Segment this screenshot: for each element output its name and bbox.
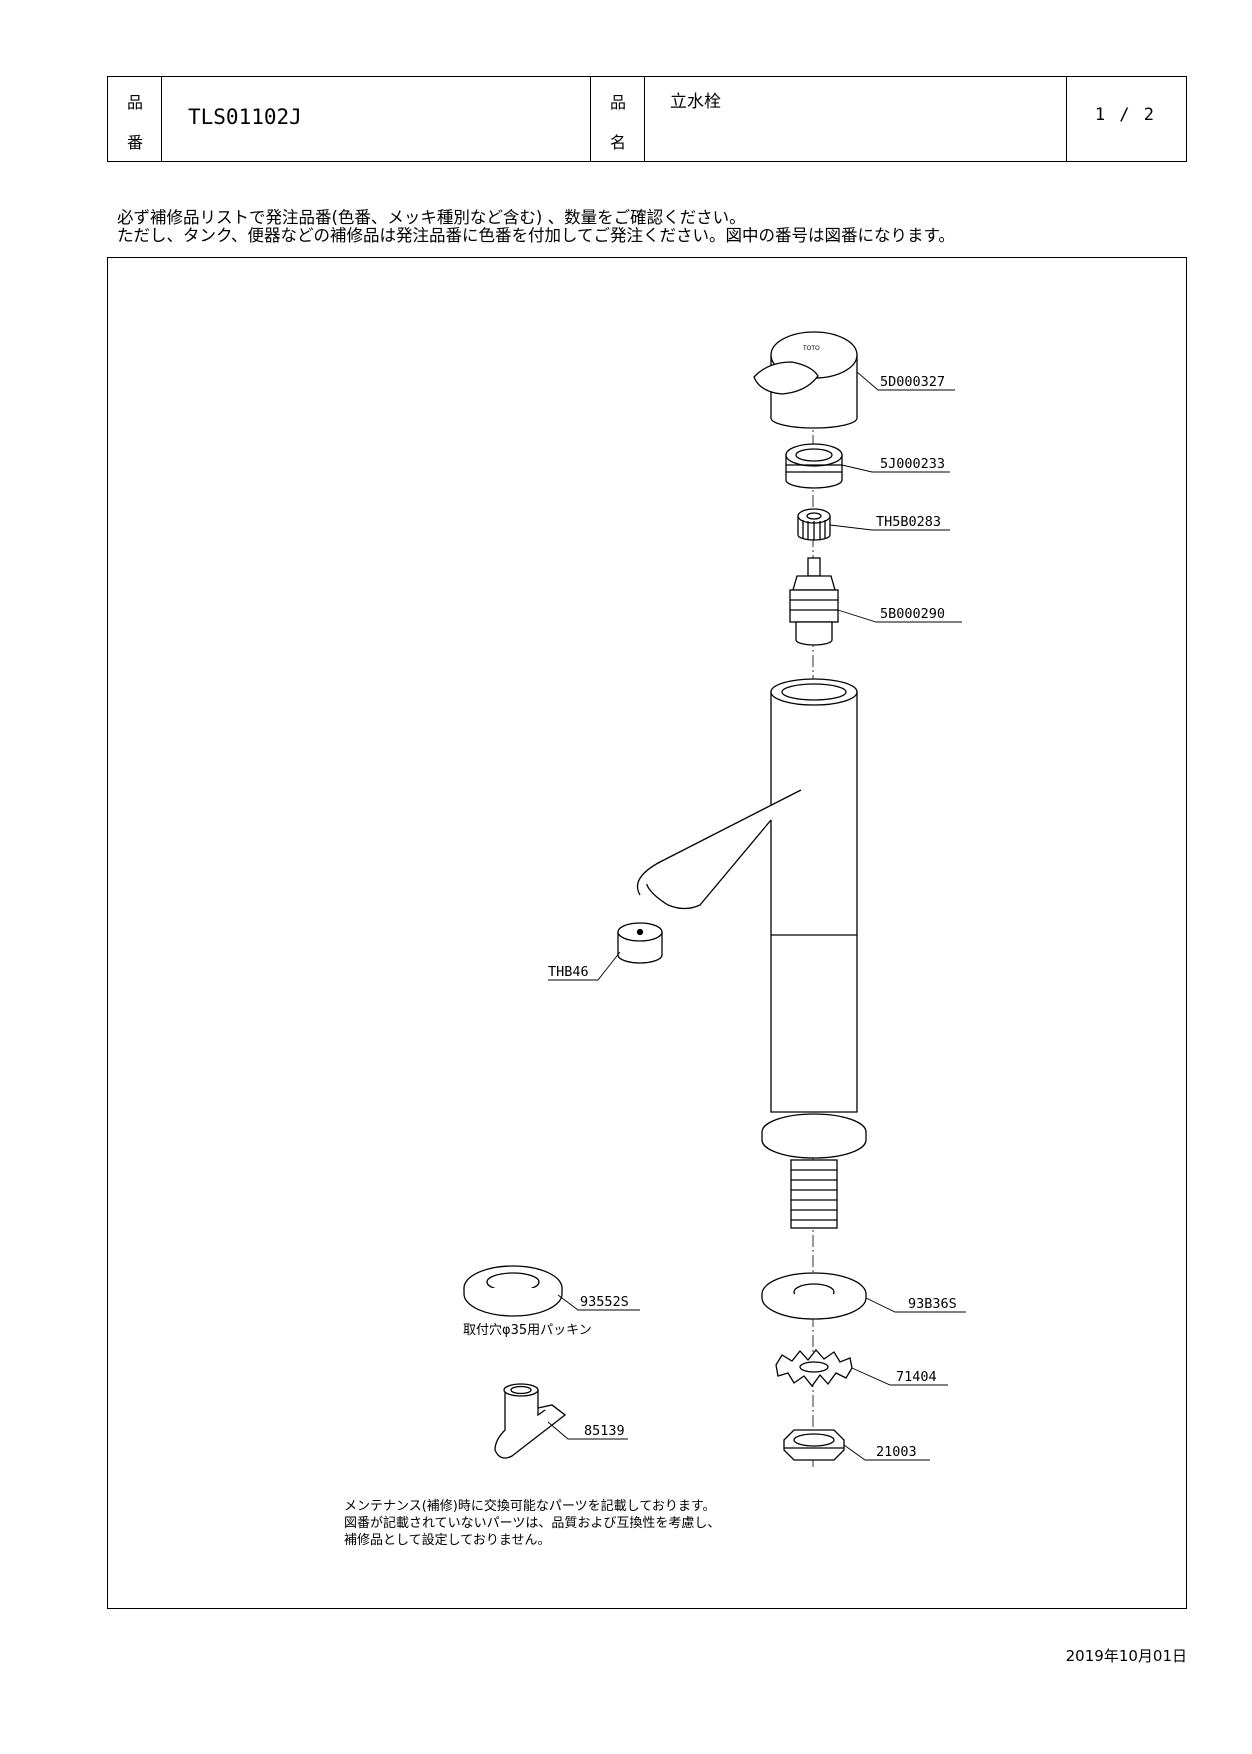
drawing-frame [107, 257, 1187, 1609]
handle-part: TOTO [753, 331, 858, 429]
faucet-body [636, 678, 867, 1229]
part-label: 5B000290 [880, 606, 945, 622]
part-label: THB46 [548, 964, 589, 980]
svg-text:TOTO: TOTO [802, 345, 820, 352]
part-number: TLS01102J [188, 105, 302, 129]
divider [590, 77, 591, 161]
part-name-key: 品 [609, 93, 626, 112]
part-label: 71404 [896, 1369, 937, 1385]
title-block: 品 番 TLS01102J 品 名 立水栓 1 / 2 [107, 76, 1187, 162]
spanner-tool-part [494, 1383, 567, 1459]
maintenance-note: メンテナンス(補修)時に交換可能なパーツを記載しております。 [344, 1498, 716, 1514]
cartridge-part [789, 557, 839, 646]
packing-caption: 取付穴φ35用パッキン [463, 1323, 592, 1338]
part-label: 85139 [584, 1423, 625, 1439]
order-note: 必ず補修品リストで発注品番(色番、メッキ種別など含む) 、数量をご確認ください。 [117, 208, 746, 227]
part-label: 93B36S [908, 1296, 957, 1312]
part-label: 21003 [876, 1444, 917, 1460]
part-no-key: 品 [126, 93, 143, 112]
maintenance-note: 補修品として設定しておりません。 [344, 1532, 550, 1548]
page-indicator: 1 / 2 [1094, 105, 1156, 125]
part-name: 立水栓 [670, 92, 721, 112]
mounting-packing-part [463, 1265, 563, 1317]
part-label: 5D000327 [880, 374, 945, 390]
part-name-key: 名 [609, 133, 626, 152]
spline-adapter-part [797, 508, 831, 541]
part-label: TH5B0283 [876, 514, 941, 530]
cap-nut-part [785, 443, 843, 489]
issue-date: 2019年10月01日 [1065, 1647, 1187, 1665]
part-label: 93552S [580, 1294, 629, 1310]
lock-nut-part [783, 1429, 845, 1461]
lock-washer-part [775, 1348, 853, 1388]
divider [644, 77, 645, 161]
maintenance-note: 図番が記載されていないパーツは、品質および互換性を考慮し、 [344, 1515, 720, 1531]
aerator-part [617, 922, 663, 964]
order-note: ただし、タンク、便器などの補修品は発注品番に色番を付加してご発注ください。図中の… [117, 226, 955, 245]
part-no-key: 番 [126, 133, 143, 152]
divider [1066, 77, 1067, 161]
divider [161, 77, 162, 161]
part-label: 5J000233 [880, 456, 945, 472]
washer-part [761, 1272, 867, 1320]
